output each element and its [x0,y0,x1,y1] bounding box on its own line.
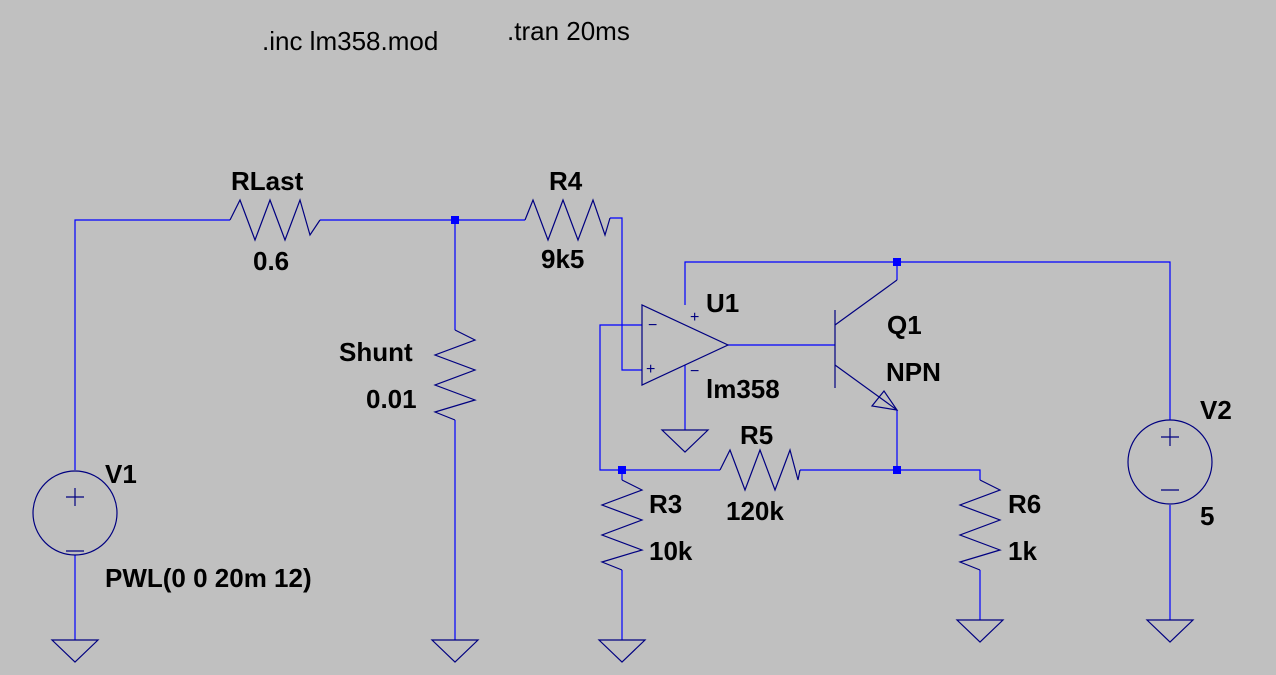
tran-directive[interactable]: .tran 20ms [507,16,630,46]
wire-v1-to-rlast [74,219,230,470]
q1-emitter-leg [834,364,898,411]
resistor-r3[interactable] [600,479,644,571]
u1-plus-input-pin: + [646,361,655,378]
junction-rlast-r4 [451,216,459,224]
wire-r4-to-plus-input [610,217,642,371]
ground-icon[interactable] [1145,619,1195,643]
opamp-u1[interactable]: − + + − [641,304,730,386]
resistor-r6[interactable] [958,479,1002,571]
v1-circle [32,470,118,556]
r5-value-label: 120k [726,496,784,526]
r5-name-label: R5 [740,420,773,450]
junction-supply-rail [893,258,901,266]
wire-supply-rail [684,261,1171,420]
resistor-rlast[interactable] [229,198,321,242]
q1-collector-leg [834,279,898,326]
v2-name-label: V2 [1200,395,1232,425]
r3-value-label: 10k [649,536,693,566]
junctions [451,216,901,474]
q1-value-label: NPN [886,357,941,387]
ground-icon[interactable] [660,429,710,453]
v2-circle [1127,419,1213,505]
shunt-value-label: 0.01 [366,384,417,414]
transistor-q1[interactable] [834,279,899,411]
resistor-r4[interactable] [524,198,611,242]
wire-r5-to-emitter-node [800,469,981,480]
shunt-name-label: Shunt [339,337,413,367]
ground-icon[interactable] [955,619,1005,643]
voltage-source-v1[interactable] [32,470,118,556]
r4-value-label: 9k5 [541,244,584,274]
v1-value-label: PWL(0 0 20m 12) [105,563,312,593]
resistor-shunt[interactable] [433,329,477,421]
voltage-source-v2[interactable] [1127,419,1213,505]
grounds [50,429,1195,663]
ground-icon[interactable] [50,639,100,663]
v1-name-label: V1 [105,459,137,489]
u1-plus-supply-pin: + [690,309,699,326]
opamp-triangle [641,304,730,386]
ground-icon[interactable] [430,639,480,663]
q1-emitter-arrow-icon [870,389,899,411]
wire-minus-input-feedback [599,324,720,471]
r4-name-label: R4 [549,166,583,196]
q1-name-label: Q1 [887,310,922,340]
r6-value-label: 1k [1008,536,1037,566]
u1-name-label: U1 [706,288,739,318]
r3-name-label: R3 [649,489,682,519]
u1-value-label: lm358 [706,374,780,404]
u1-minus-input-pin: − [648,317,657,334]
r6-name-label: R6 [1008,489,1041,519]
wires [74,217,1171,640]
u1-minus-supply-pin: − [690,363,699,380]
ground-icon[interactable] [597,639,647,663]
resistor-r5[interactable] [719,448,801,492]
v2-value-label: 5 [1200,501,1214,531]
junction-feedback [618,466,626,474]
junction-emitter [893,466,901,474]
rlast-name-label: RLast [231,166,304,196]
rlast-value-label: 0.6 [253,246,289,276]
include-directive[interactable]: .inc lm358.mod [262,26,438,56]
